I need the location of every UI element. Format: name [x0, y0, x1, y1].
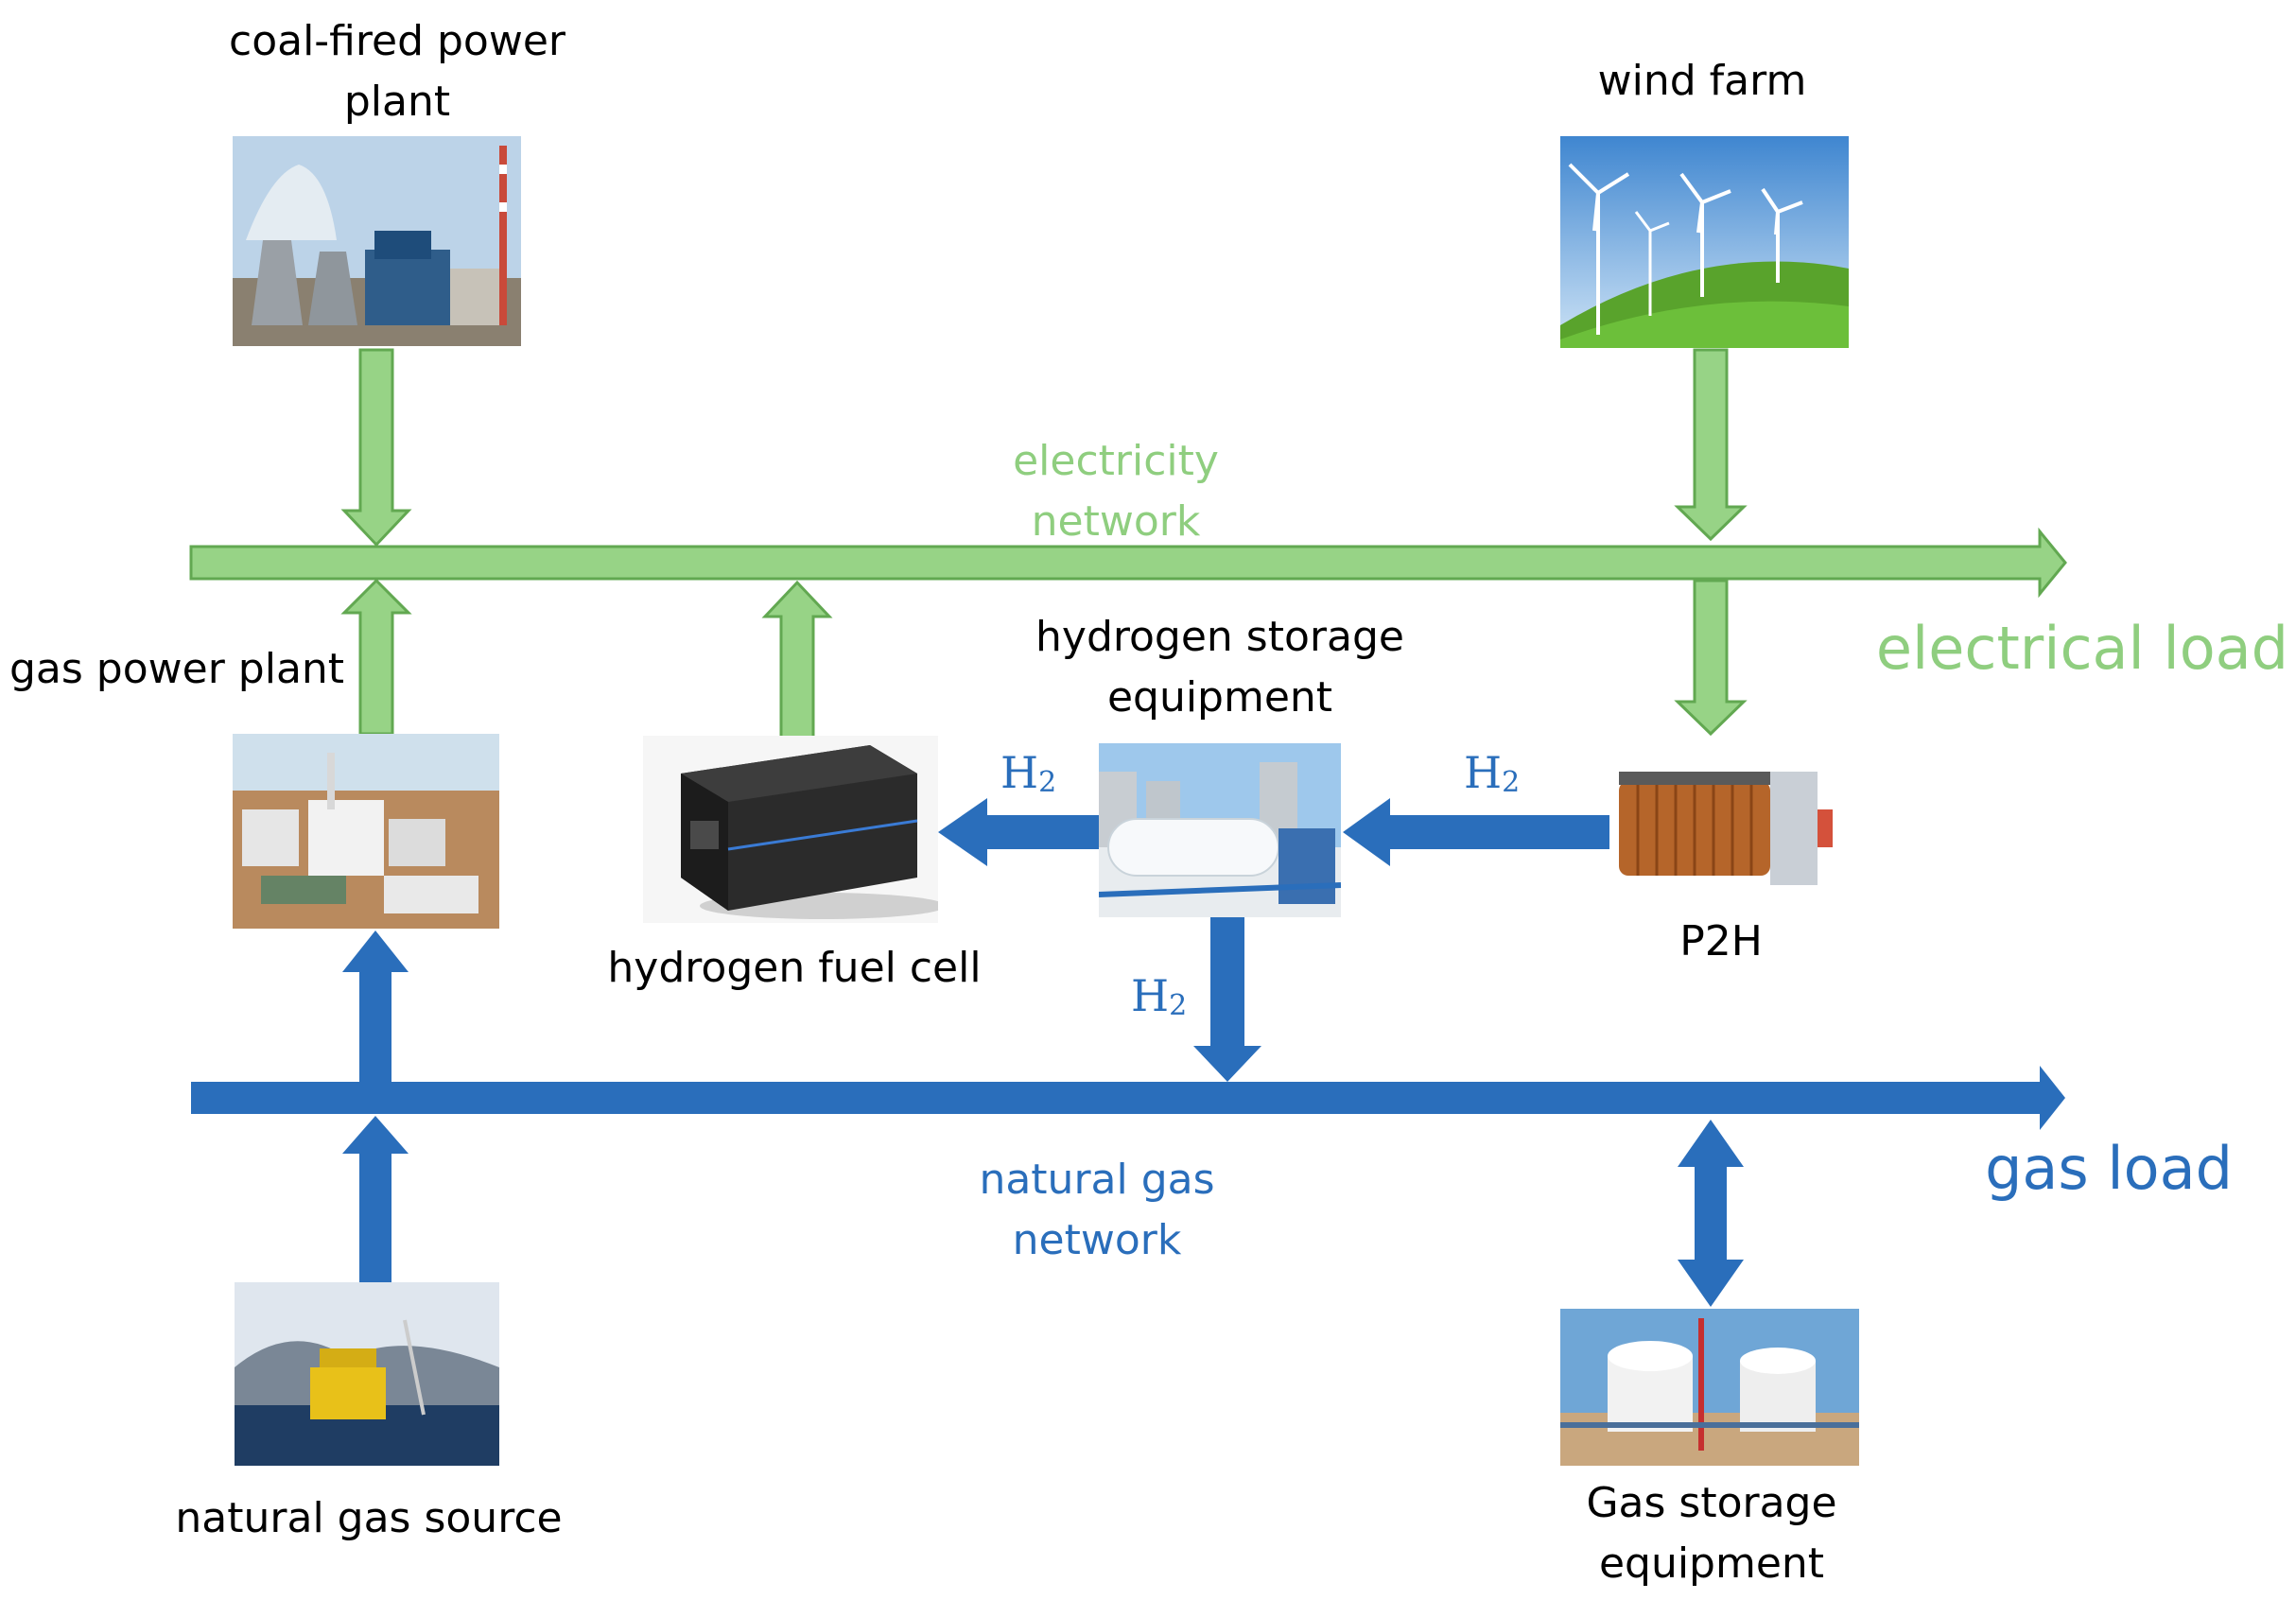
- gas-source-to-network-arrow: [342, 1116, 409, 1282]
- gas-power-plant-label: gas power plant: [9, 645, 345, 693]
- electricity-network-arrow: [189, 527, 2067, 599]
- h2-label-storage-to-network: H2: [1131, 970, 1188, 1022]
- grid-to-p2h-arrow: [1674, 579, 1748, 737]
- fuel-cell-to-grid-arrow: [761, 580, 833, 739]
- gas-load-label: gas load: [1985, 1134, 2233, 1203]
- wind-farm-label: wind farm: [1597, 57, 1807, 105]
- hydrogen-storage-image: [1099, 743, 1341, 917]
- natural-gas-network-arrow: [191, 1066, 2065, 1130]
- gas-plant-to-grid-arrow: [340, 578, 412, 736]
- hydrogen-fuel-cell-label: hydrogen fuel cell: [607, 944, 982, 992]
- natural-gas-network-label: natural gas network: [979, 1156, 1215, 1264]
- coal-to-grid-arrow: [340, 348, 412, 548]
- storage-to-gas-network-arrow: [1193, 917, 1261, 1082]
- storage-to-fuel-cell-arrow: [938, 798, 1099, 866]
- p2h-image: [1609, 743, 1836, 895]
- h2-label-storage-to-fuel-cell: H2: [1000, 747, 1057, 799]
- coal-plant-image: [233, 136, 521, 346]
- natural-gas-source-image: [235, 1282, 499, 1466]
- electricity-network-label: electricity network: [1013, 437, 1219, 546]
- coal-plant-label: coal-fired power plant: [229, 17, 565, 126]
- gas-storage-label: Gas storage equipment: [1586, 1479, 1837, 1588]
- p2h-label: P2H: [1679, 917, 1763, 965]
- wind-farm-image: [1560, 136, 1849, 348]
- hydrogen-fuel-cell-image: [643, 736, 938, 923]
- gas-storage-bidirectional-arrow: [1678, 1120, 1744, 1307]
- network-to-gas-plant-arrow: [342, 930, 409, 1082]
- hydrogen-storage-label: hydrogen storage equipment: [1035, 613, 1404, 722]
- electrical-load-label: electrical load: [1875, 614, 2288, 683]
- h2-label-p2h-to-storage: H2: [1464, 747, 1521, 799]
- gas-plant-image: [233, 734, 499, 929]
- natural-gas-source-label: natural gas source: [175, 1494, 563, 1542]
- p2h-to-storage-arrow: [1343, 798, 1609, 866]
- gas-storage-image: [1560, 1309, 1859, 1466]
- wind-to-grid-arrow: [1674, 348, 1748, 542]
